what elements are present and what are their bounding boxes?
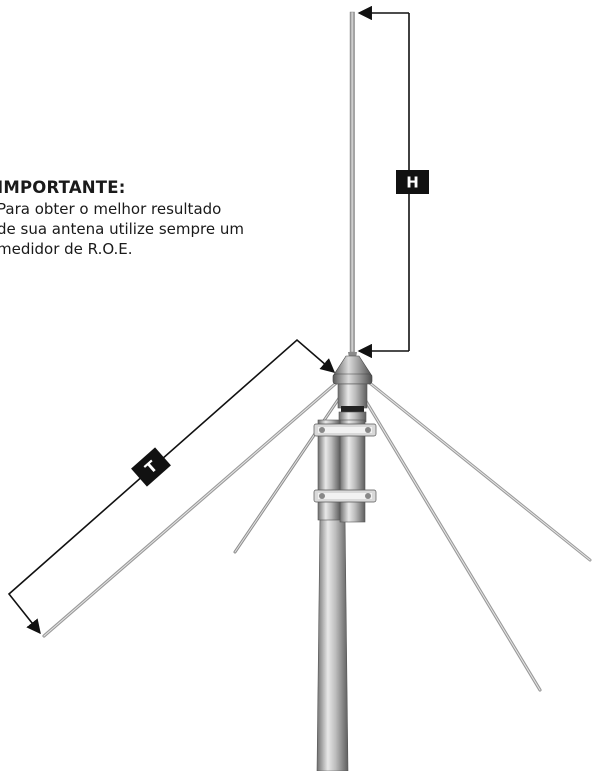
note-body: Para obter o melhor resultado de sua ant… (0, 199, 297, 259)
height-label-badge: H (396, 170, 429, 194)
radial-dimension: T (7, 338, 336, 635)
note-line: de sua antena utilize sempre um (0, 220, 244, 238)
note-line: medidor de R.O.E. (0, 240, 133, 258)
height-label: H (406, 174, 419, 192)
lower-clamp (313, 489, 377, 503)
upper-clamp (313, 423, 377, 437)
note-line: Para obter o melhor resultado (0, 200, 222, 218)
mount-bracket (313, 419, 377, 523)
height-dimension: H (357, 5, 429, 359)
important-note: IMPORTANTE: Para obter o melhor resultad… (0, 178, 297, 259)
vertical-whip (348, 11, 357, 358)
note-title: IMPORTANTE: (0, 178, 126, 197)
antenna-hub (332, 355, 373, 423)
radial-label-badge: T (131, 447, 171, 487)
